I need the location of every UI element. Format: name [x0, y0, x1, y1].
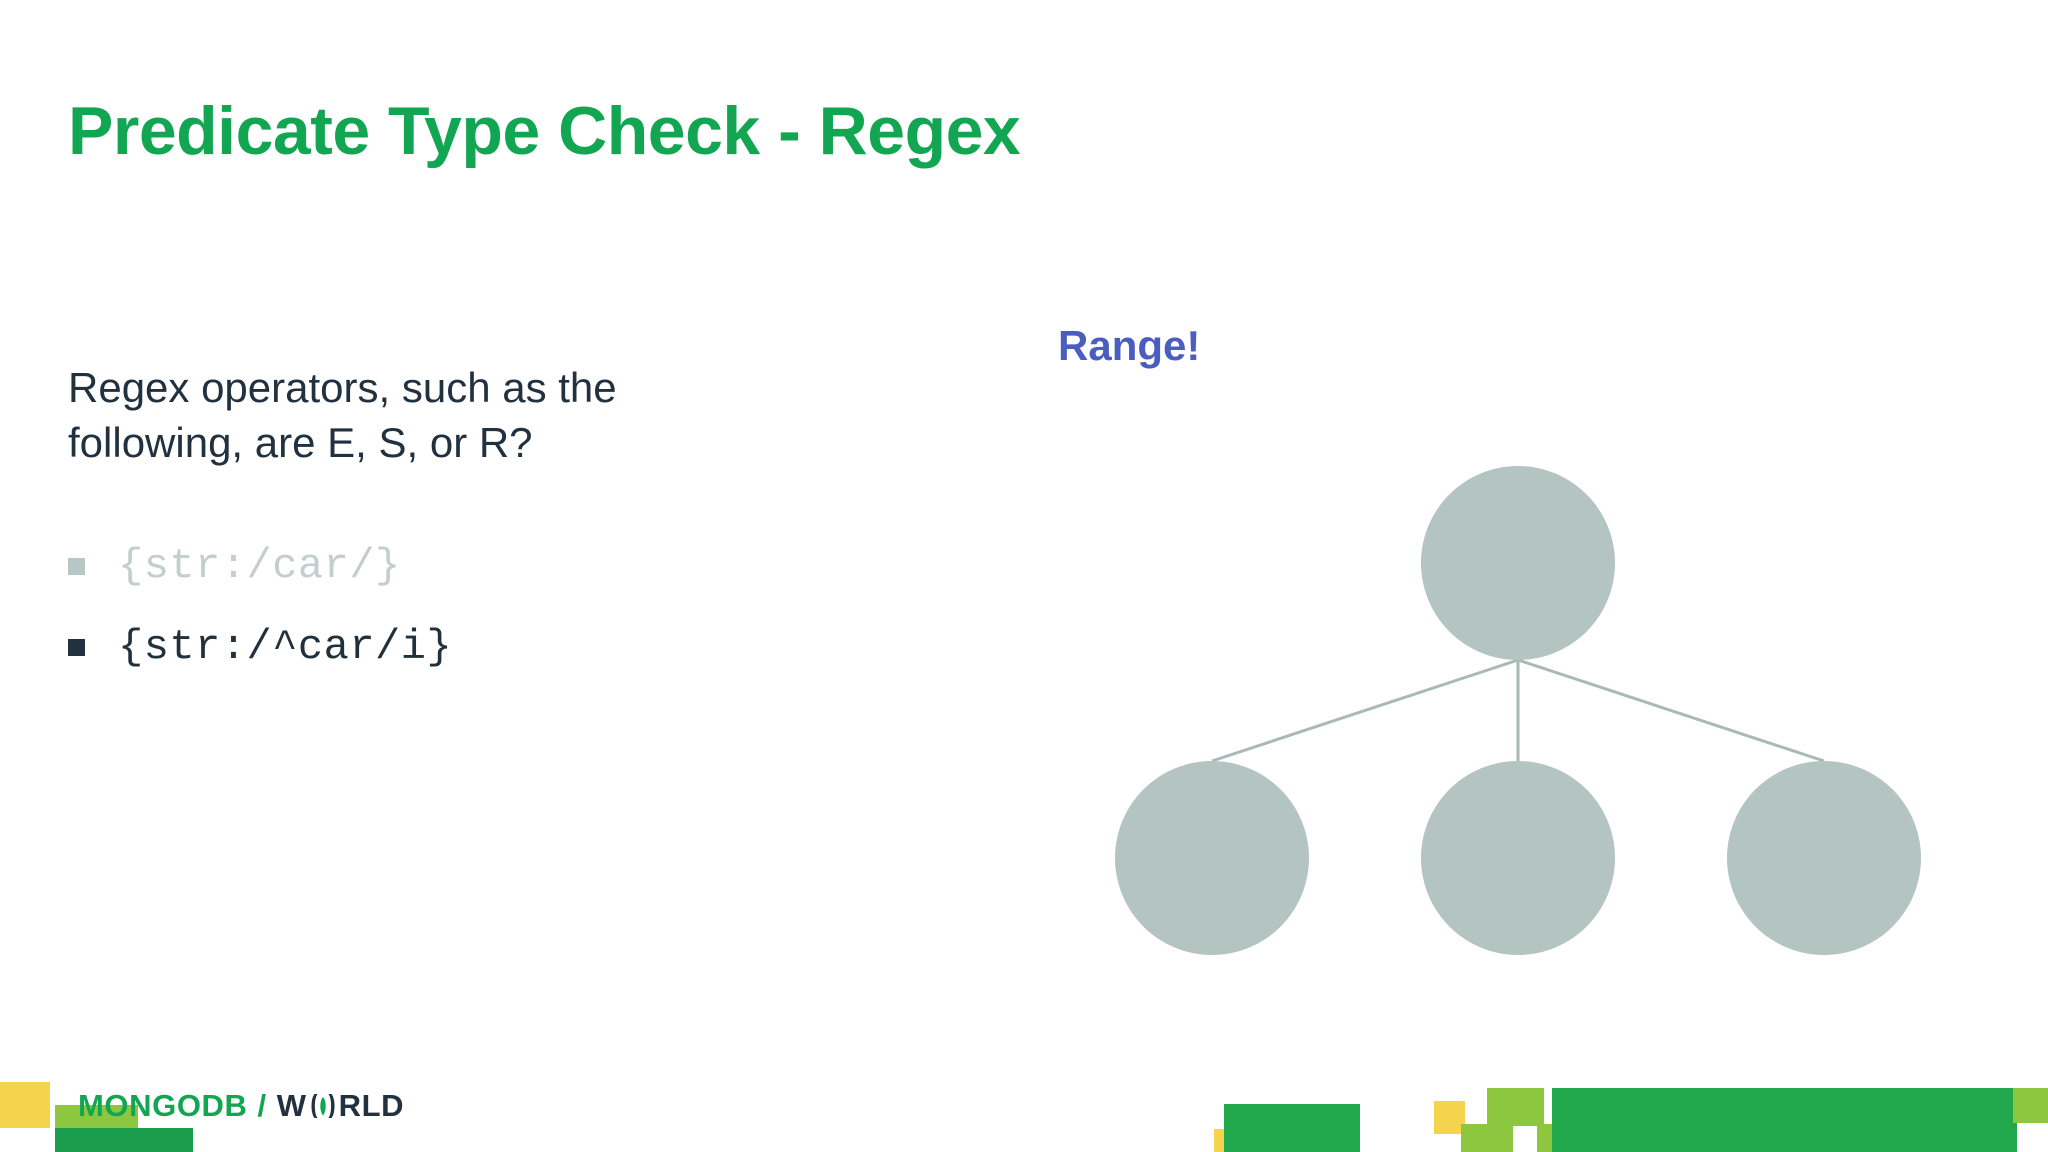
tree-node-child-right [1727, 761, 1921, 955]
logo-world-suffix: RLD [338, 1088, 405, 1123]
code-bullet-list: {str:/car/} {str:/^car/i} [68, 536, 828, 698]
tree-edge-root-to-right [1517, 658, 1825, 763]
mongodb-world-logo: MONGODB / W RLD [78, 1088, 404, 1124]
list-item: {str:/car/} [68, 536, 828, 597]
code-snippet: {str:/car/} [118, 542, 401, 590]
bullet-square-icon [68, 557, 85, 575]
tree-diagram [1080, 440, 1980, 980]
deco-green-bar-left [55, 1128, 193, 1152]
bullet-square-icon [68, 638, 85, 656]
deco-lightgreen-5 [2013, 1088, 2048, 1123]
list-item: {str:/^car/i} [68, 617, 828, 678]
tree-edges [1211, 658, 1825, 763]
page-title: Predicate Type Check - Regex [68, 92, 1021, 169]
tree-node-root [1421, 466, 1615, 660]
left-content-column: Regex operators, such as the following, … [68, 318, 828, 671]
range-callout-label: Range! [1058, 322, 1201, 369]
deco-green-block-mid [1224, 1104, 1360, 1152]
deco-lightgreen-2 [1461, 1124, 1513, 1152]
tree-edge-root-to-left [1211, 658, 1519, 763]
lead-paragraph: Regex operators, such as the following, … [68, 364, 617, 467]
logo-mongodb-wordmark: MONGODB [78, 1088, 248, 1123]
deco-lightgreen-3 [1487, 1088, 1544, 1126]
deco-yellow-left [0, 1082, 50, 1128]
tree-node-child-center [1421, 761, 1615, 955]
deco-yellow-2 [1434, 1101, 1465, 1134]
logo-world-prefix: W [276, 1088, 307, 1123]
tree-node-child-left [1115, 761, 1309, 955]
tree-nodes [1115, 466, 1921, 955]
code-snippet: {str:/^car/i} [118, 622, 453, 671]
logo-separator: / [257, 1088, 267, 1123]
world-o-icon [308, 1091, 338, 1121]
deco-green-bar-right [1552, 1088, 2017, 1152]
